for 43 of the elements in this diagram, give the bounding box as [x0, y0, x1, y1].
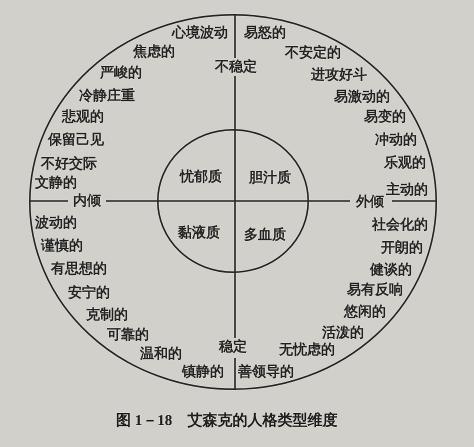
trait-word: 开朗的 [381, 240, 423, 256]
trait-word: 悠闲的 [344, 304, 386, 320]
temperament-label: 多血质 [244, 227, 286, 243]
trait-word: 严峻的 [100, 65, 142, 81]
trait-word: 主动的 [386, 182, 428, 198]
axis-label: 内倾 [73, 193, 101, 209]
trait-word: 易变的 [364, 109, 406, 125]
trait-word: 镇静的 [182, 364, 224, 380]
trait-word: 健谈的 [370, 262, 412, 278]
figure-caption: 图 1－18 艾森克的人格类型维度 [116, 412, 338, 430]
trait-word: 温和的 [140, 346, 182, 362]
temperament-label: 黏液质 [178, 225, 220, 241]
trait-word: 无忧虑的 [279, 342, 335, 358]
trait-word: 安宁的 [68, 285, 110, 301]
trait-word: 不好交际 [41, 156, 97, 172]
trait-word: 不安定的 [285, 45, 341, 61]
trait-word: 谨慎的 [41, 238, 83, 254]
trait-word: 社会化的 [372, 217, 428, 233]
trait-word: 克制的 [86, 307, 128, 323]
trait-word: 文静的 [35, 175, 77, 191]
axis-label: 稳定 [219, 339, 247, 355]
trait-word: 易有反响 [347, 282, 403, 298]
trait-word: 易怒的 [244, 25, 286, 41]
inner-circle [157, 129, 309, 273]
outer-circle [29, 14, 437, 390]
trait-word: 冲动的 [375, 132, 417, 148]
trait-word: 可靠的 [107, 327, 149, 343]
trait-word: 善领导的 [238, 364, 294, 380]
axis-label: 不稳定 [215, 59, 257, 75]
trait-word: 易激动的 [334, 89, 390, 105]
axis-label: 外倾 [356, 194, 384, 210]
temperament-label: 忧郁质 [180, 169, 222, 185]
trait-word: 焦虑的 [133, 44, 175, 60]
trait-word: 悲观的 [62, 109, 104, 125]
trait-word: 心境波动 [172, 25, 228, 41]
trait-word: 进攻好斗 [311, 67, 367, 83]
trait-word: 保留己见 [48, 132, 104, 148]
temperament-label: 胆汁质 [249, 170, 291, 186]
trait-word: 有思想的 [51, 261, 107, 277]
trait-word: 乐观的 [384, 155, 426, 171]
trait-word: 波动的 [35, 215, 77, 231]
trait-word: 活泼的 [322, 325, 364, 341]
trait-word: 冷静庄重 [79, 88, 135, 104]
